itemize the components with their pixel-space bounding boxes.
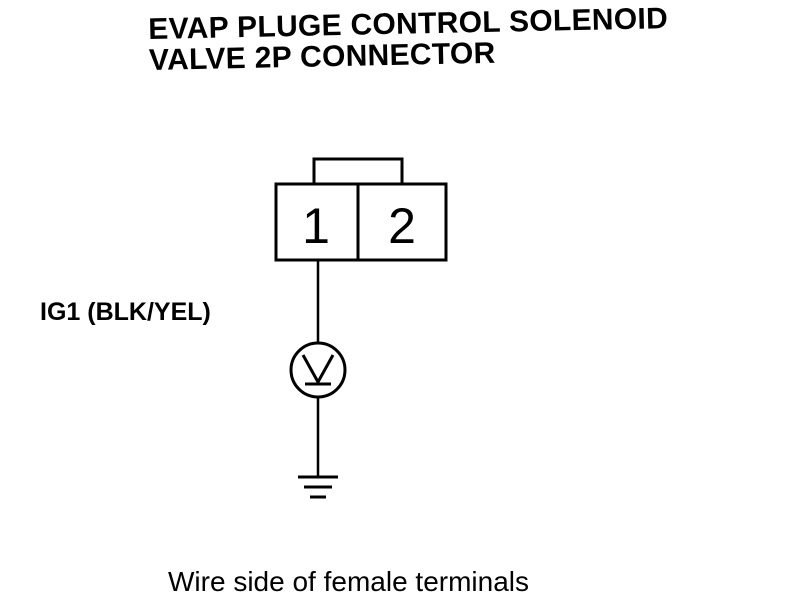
pin-2-label: 2 [388,198,416,254]
wire-label: IG1 (BLK/YEL) [40,298,211,326]
connector-lock-tab [312,157,404,184]
ground-icon [298,475,338,499]
voltmeter-icon [289,341,347,399]
voltmeter-v-symbol [301,354,335,386]
connector-body [274,182,448,262]
pin-1-label: 1 [302,198,330,254]
caption: Wire side of female terminals [168,566,530,597]
